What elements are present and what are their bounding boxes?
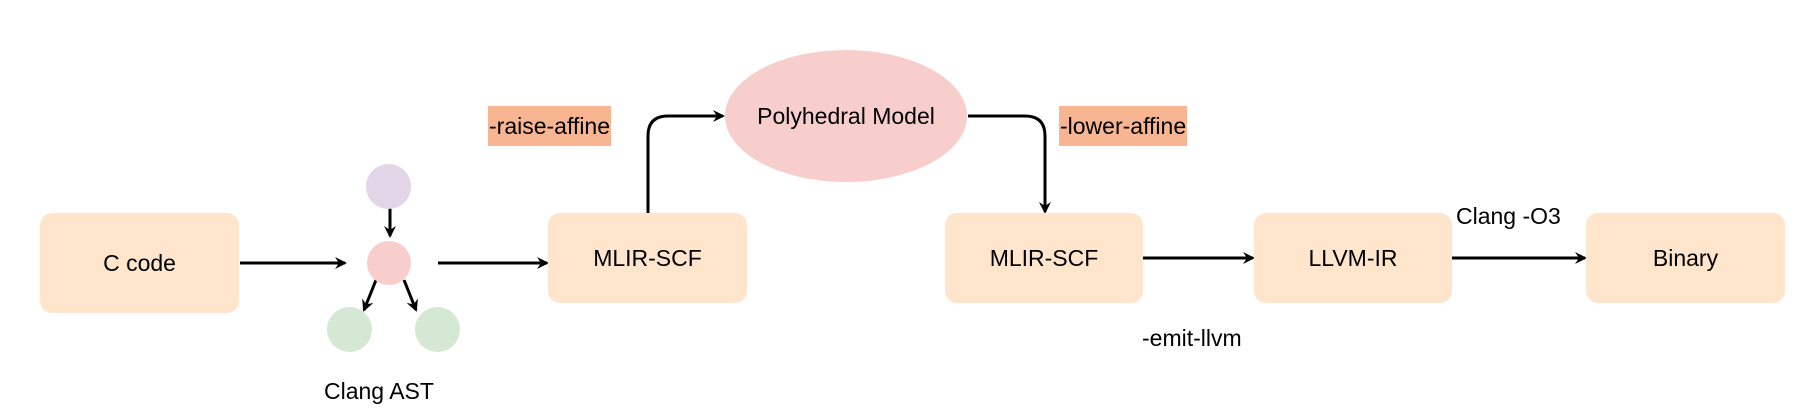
node-mlir-scf-2-label: MLIR-SCF [989,244,1099,271]
edge-ast-middle-to-left [362,279,378,312]
node-binary-label: Binary [1652,244,1719,271]
ast-middle-node [367,241,411,285]
node-mlir-scf-2: MLIR-SCF [945,213,1143,303]
node-c-code-label: C code [103,249,176,276]
edge-mlir-to-polyhedral [646,110,725,213]
ast-root-node [366,164,411,209]
edge-ast-middle-to-right [402,279,418,312]
node-polyhedral-model-label: Polyhedral Model [757,102,935,129]
pass-label-clang-o3: Clang -O3 [1456,203,1561,229]
node-mlir-scf-1: MLIR-SCF [548,213,747,303]
ast-label: Clang AST [324,378,434,404]
ast-right-leaf-node [415,307,460,352]
pass-label-emit-llvm: -emit-llvm [1142,325,1242,351]
edge-polyhedral-to-mlir [968,114,1051,214]
node-llvm-ir: LLVM-IR [1254,213,1452,303]
node-c-code: C code [40,213,239,313]
ast-left-leaf-node [327,307,372,352]
node-llvm-ir-label: LLVM-IR [1308,244,1398,271]
pass-label-lower-affine: -lower-affine [1059,106,1188,146]
node-binary: Binary [1586,213,1785,303]
pass-label-raise-affine: -raise-affine [488,106,612,146]
node-mlir-scf-1-label: MLIR-SCF [593,244,702,271]
node-polyhedral-model: Polyhedral Model [725,50,967,182]
